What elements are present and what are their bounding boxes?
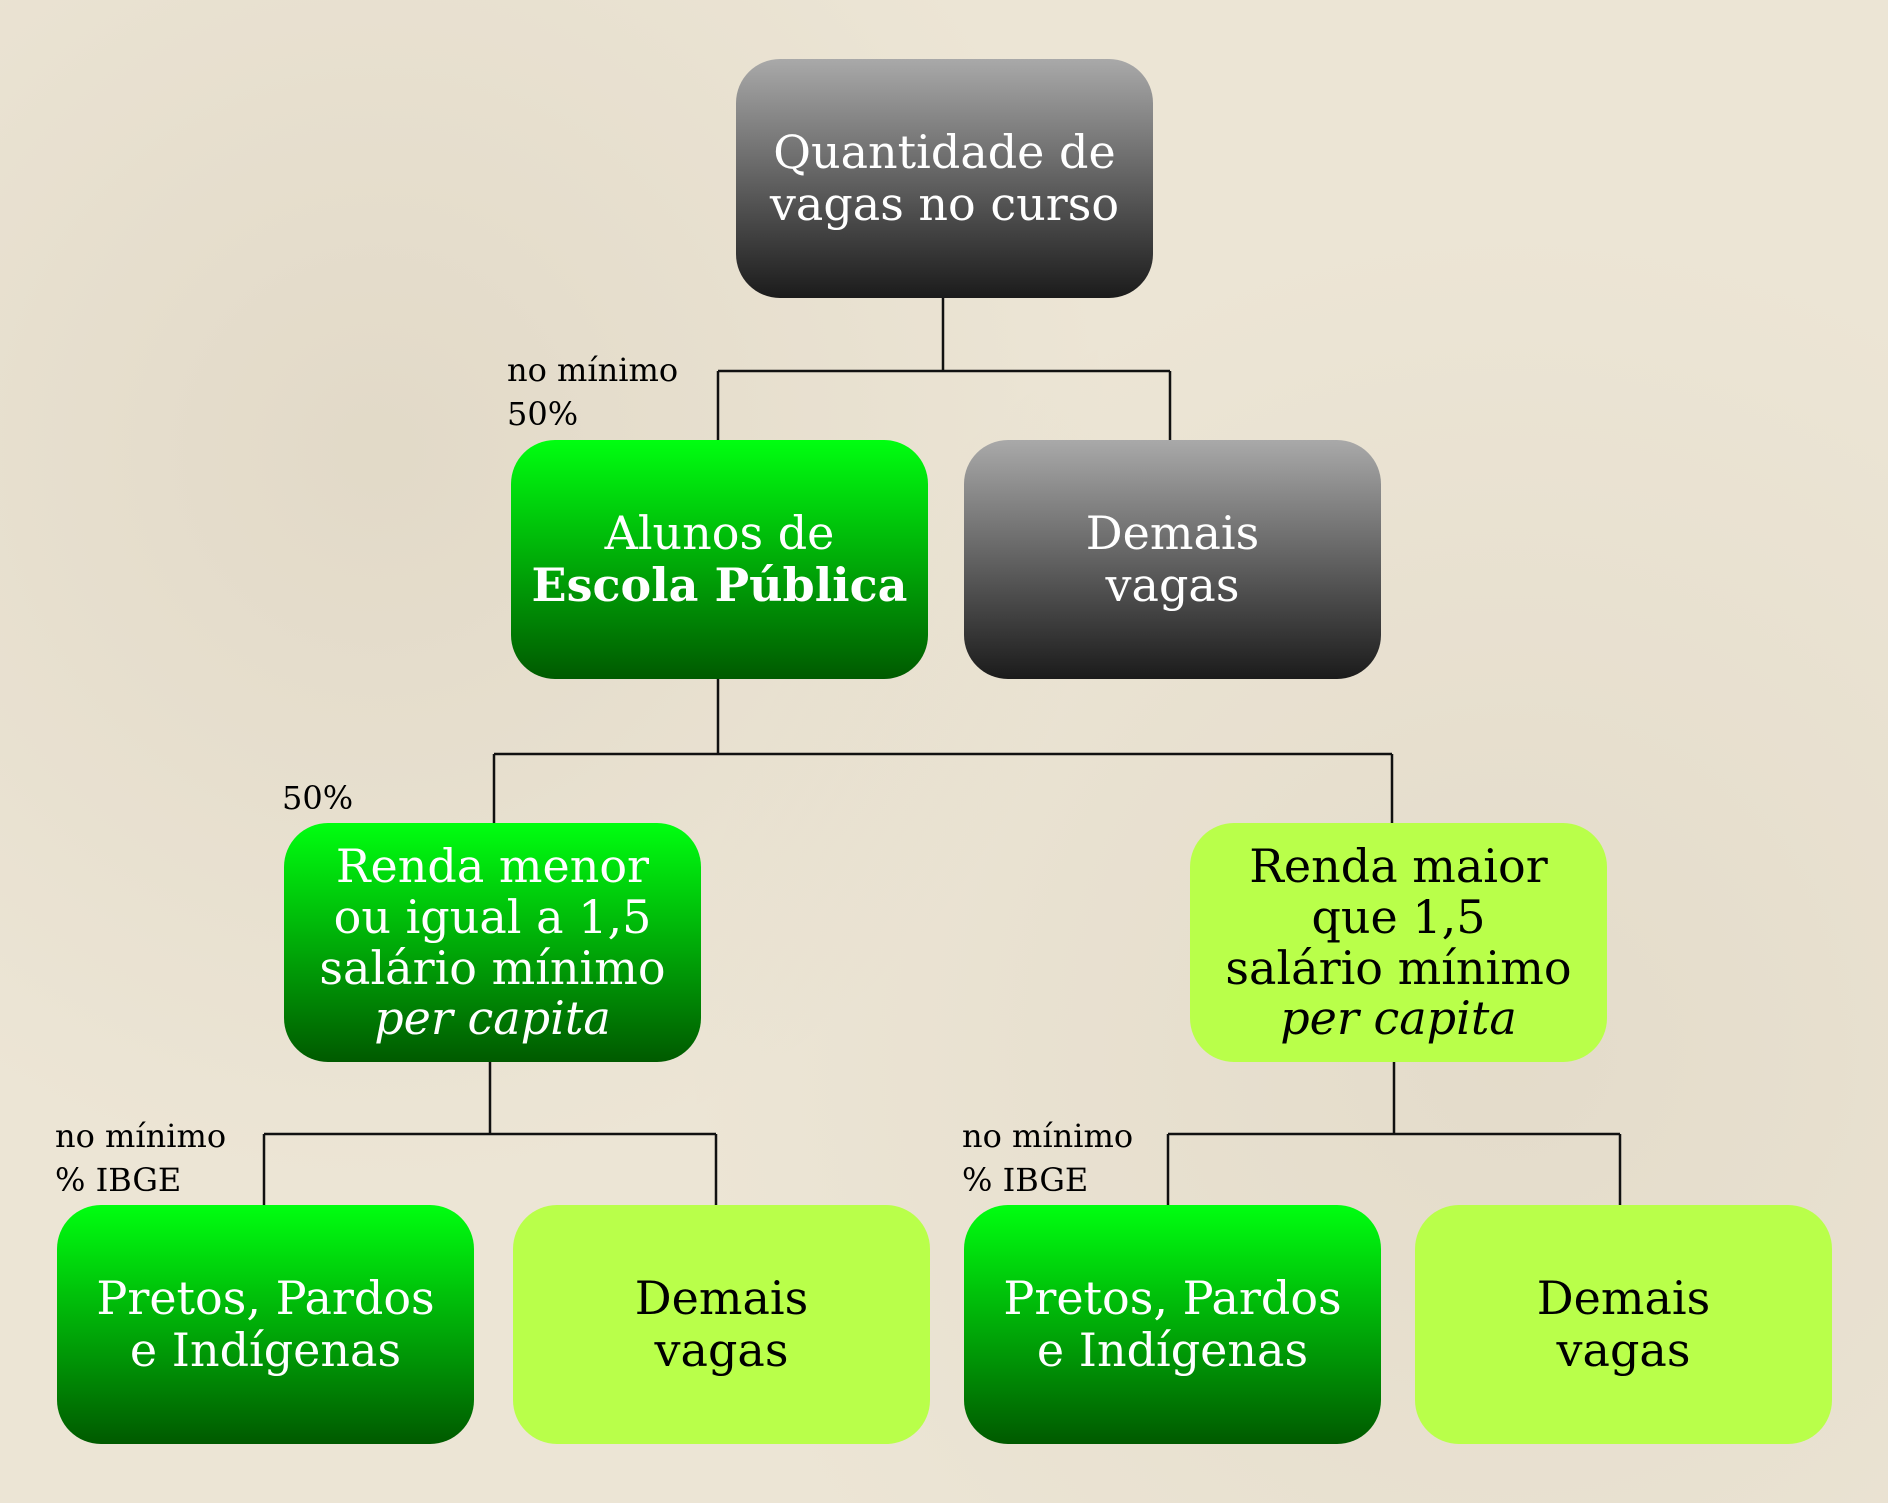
node-low-income: Renda menor ou igual a 1,5 salário mínim… <box>284 823 701 1062</box>
label-text: % IBGE <box>962 1161 1089 1199</box>
node-ppi-low-income: Pretos, Pardos e Indígenas <box>57 1205 474 1444</box>
node-total-vacancies: Quantidade de vagas no curso <box>736 59 1153 298</box>
node-text: salário mínimo <box>1225 940 1572 995</box>
node-text: que 1,5 <box>1311 889 1486 944</box>
label-text: no mínimo <box>55 1117 227 1155</box>
connector-root <box>716 298 1172 440</box>
node-text: e Indígenas <box>1036 1322 1309 1377</box>
node-text: per capita <box>1280 991 1517 1046</box>
node-other-low-income: Demais vagas <box>513 1205 930 1444</box>
label-text: no mínimo <box>962 1117 1134 1155</box>
connector-high-income <box>1166 1062 1622 1205</box>
label-text: no mínimo <box>507 351 679 389</box>
node-ppi-high-income: Pretos, Pardos e Indígenas <box>964 1205 1381 1444</box>
node-text: Pretos, Pardos <box>1003 1270 1342 1325</box>
node-text: Renda menor <box>335 839 650 894</box>
node-text: vagas <box>1556 1322 1691 1377</box>
node-text: Demais <box>634 1270 809 1325</box>
label-text: % IBGE <box>55 1161 182 1199</box>
node-text: Pretos, Pardos <box>96 1270 435 1325</box>
node-other-high-income: Demais vagas <box>1415 1205 1832 1444</box>
node-other-vacancies-top: Demais vagas <box>964 440 1381 679</box>
node-text: vagas no curso <box>769 176 1120 231</box>
node-text: Demais <box>1536 1270 1711 1325</box>
connector-public-school <box>492 678 1394 823</box>
node-high-income: Renda maior que 1,5 salário mínimo per c… <box>1190 823 1607 1062</box>
node-text: Quantidade de <box>773 124 1116 179</box>
node-text: vagas <box>654 1322 789 1377</box>
node-text: e Indígenas <box>129 1322 402 1377</box>
label-low-income-share: 50% <box>282 779 354 817</box>
connector-low-income <box>262 1062 718 1205</box>
node-text: vagas <box>1105 557 1240 612</box>
node-text: per capita <box>374 991 611 1046</box>
node-text: ou igual a 1,5 <box>333 889 652 944</box>
node-text: salário mínimo <box>319 940 666 995</box>
label-ppi-left-share: no mínimo % IBGE <box>55 1114 226 1202</box>
node-text: Renda maior <box>1249 839 1548 894</box>
node-text: Demais <box>1085 505 1260 560</box>
node-text: Escola Pública <box>531 557 908 612</box>
label-text: 50% <box>507 395 579 433</box>
label-ppi-right-share: no mínimo % IBGE <box>962 1114 1133 1202</box>
node-text: Alunos de <box>604 505 835 560</box>
label-public-school-share: no mínimo 50% <box>507 348 678 436</box>
node-public-school: Alunos de Escola Pública <box>511 440 928 679</box>
